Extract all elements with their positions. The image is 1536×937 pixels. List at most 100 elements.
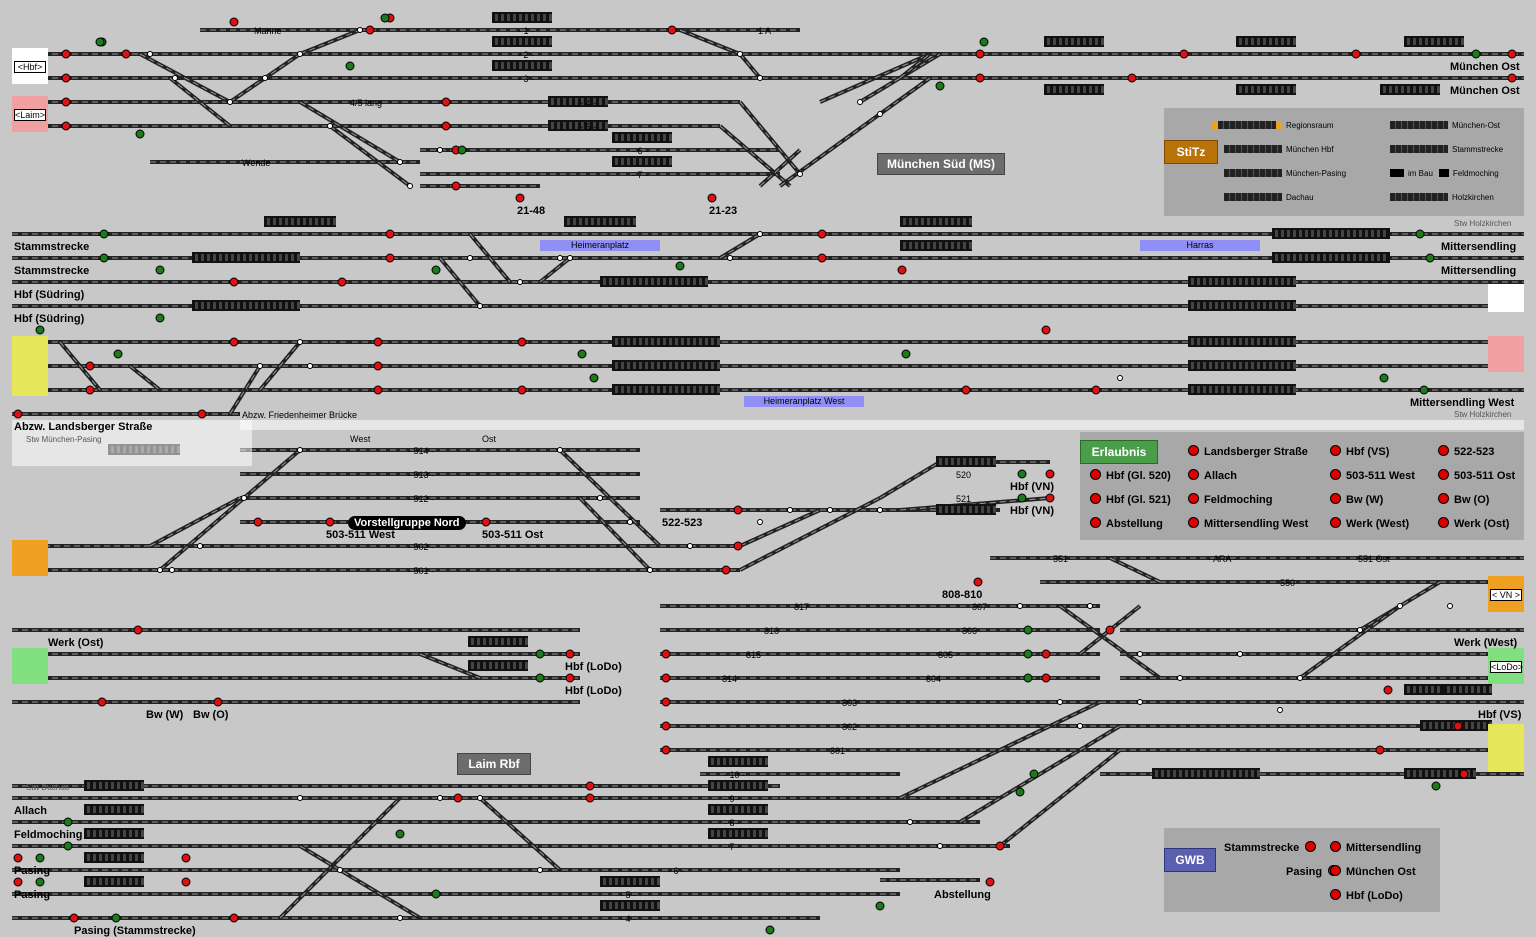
label-pasing-1[interactable]: Pasing bbox=[14, 865, 51, 877]
signal bbox=[61, 73, 71, 83]
occupied-block-segment bbox=[123, 878, 126, 885]
label-522-523[interactable]: 522-523 bbox=[662, 517, 703, 529]
label-abzw-landsberger[interactable]: Abzw. Landsberger Straße bbox=[14, 421, 153, 433]
erlaubnis-landsberger[interactable]: Landsberger Straße bbox=[1188, 445, 1308, 459]
signal bbox=[133, 625, 143, 635]
label-wende: Wende bbox=[242, 158, 271, 168]
label-bw-w[interactable]: Bw (W) bbox=[146, 709, 184, 721]
erlaubnis-mittersendling-west[interactable]: Mittersendling West bbox=[1188, 517, 1308, 531]
signal bbox=[155, 313, 165, 323]
occupied-block-segment bbox=[1341, 254, 1344, 261]
signal bbox=[481, 517, 491, 527]
erlaubnis-allach[interactable]: Allach bbox=[1188, 469, 1237, 483]
gwb-title[interactable]: GWB bbox=[1164, 848, 1216, 872]
gwb-muenchen-ost[interactable]: München Ost bbox=[1330, 865, 1416, 879]
occupied-block-segment bbox=[1263, 338, 1266, 345]
occupied-block-segment bbox=[285, 218, 288, 225]
erlaubnis-werk-west[interactable]: Werk (West) bbox=[1330, 517, 1409, 531]
label-hbf-suedring-2[interactable]: Hbf (Südring) bbox=[14, 313, 85, 325]
occupied-block-segment bbox=[1203, 338, 1206, 345]
occupied-block-segment bbox=[1197, 278, 1200, 285]
signal bbox=[515, 193, 525, 203]
occupied-block-segment bbox=[963, 242, 966, 249]
erlaubnis-hbf-vs[interactable]: Hbf (VS) bbox=[1330, 445, 1389, 459]
label-mittersendling-1[interactable]: Mittersendling bbox=[1441, 241, 1517, 253]
occupied-block-segment bbox=[1173, 770, 1176, 777]
occupied-block-segment bbox=[129, 830, 132, 837]
label-werk-ost[interactable]: Werk (Ost) bbox=[48, 637, 104, 649]
label-808-810[interactable]: 808-810 bbox=[942, 589, 983, 601]
erlaubnis-bw-o[interactable]: Bw (O) bbox=[1438, 493, 1489, 507]
occupied-block-segment bbox=[663, 338, 666, 345]
label-bw-o[interactable]: Bw (O) bbox=[193, 709, 229, 721]
label-503-511-ost[interactable]: 503-511 Ost bbox=[482, 529, 544, 541]
signal bbox=[457, 145, 467, 155]
label-muenchen-ost-1[interactable]: München Ost bbox=[1450, 61, 1520, 73]
occupied-block-segment bbox=[1431, 770, 1434, 777]
label-track-815: 815 bbox=[746, 650, 762, 660]
erlaubnis-hbf-gl-520[interactable]: Hbf (Gl. 520) bbox=[1090, 469, 1171, 483]
label-stammstrecke-1[interactable]: Stammstrecke bbox=[14, 241, 90, 253]
occupied-block-segment bbox=[693, 338, 696, 345]
label-hbf-suedring-1[interactable]: Hbf (Südring) bbox=[14, 289, 85, 301]
label-hbf-vs[interactable]: Hbf (VS) bbox=[1478, 709, 1522, 721]
occupied-block-segment bbox=[633, 218, 636, 225]
switch-point bbox=[1447, 603, 1453, 609]
occupied-block-segment bbox=[135, 878, 138, 885]
occupied-block-segment bbox=[1419, 686, 1422, 693]
label-allach[interactable]: Allach bbox=[14, 805, 48, 817]
label-feldmoching[interactable]: Feldmoching bbox=[14, 829, 83, 841]
track-label-laim[interactable]: <Laim> bbox=[14, 109, 46, 121]
erlaubnis-title[interactable]: Erlaubnis bbox=[1080, 440, 1158, 464]
occupied-block-segment bbox=[615, 386, 618, 393]
erlaubnis-feldmoching[interactable]: Feldmoching bbox=[1188, 493, 1272, 507]
label-pasing-2[interactable]: Pasing bbox=[14, 889, 51, 901]
erlaubnis-503-511-west[interactable]: 503-511 West bbox=[1330, 469, 1415, 483]
label-pasing-stammstrecke[interactable]: Pasing (Stammstrecke) bbox=[74, 925, 196, 937]
label-abstellung[interactable]: Abstellung bbox=[934, 889, 991, 901]
occupied-block-segment bbox=[495, 14, 498, 21]
stitz-title[interactable]: StiTz bbox=[1164, 140, 1218, 164]
gwb-mittersendling[interactable]: Mittersendling bbox=[1330, 841, 1421, 855]
label-werk-west[interactable]: Werk (West) bbox=[1454, 637, 1518, 649]
gwb-hbf-lodo[interactable]: Hbf (LoDo) bbox=[1330, 889, 1403, 903]
occupied-block-segment bbox=[327, 218, 330, 225]
label-mittersendling-2[interactable]: Mittersendling bbox=[1441, 265, 1517, 277]
label-track-550: 550 bbox=[1280, 578, 1296, 588]
occupied-block-segment bbox=[213, 302, 216, 309]
occupied-block-segment bbox=[1257, 338, 1260, 345]
gwb-panel: GWB Stammstrecke Mittersendling Pasing M… bbox=[1164, 828, 1440, 912]
label-stammstrecke-2[interactable]: Stammstrecke bbox=[14, 265, 90, 277]
signal bbox=[517, 337, 527, 347]
track-label-lodo[interactable]: <LoDo> bbox=[1490, 661, 1524, 673]
occupied-block-segment bbox=[1209, 386, 1212, 393]
erlaubnis-abstellung[interactable]: Abstellung bbox=[1090, 517, 1163, 531]
label-hbf-lodo-2[interactable]: Hbf (LoDo) bbox=[565, 685, 622, 697]
label-track-3: - 3 - bbox=[518, 74, 535, 84]
erlaubnis-522-523[interactable]: 522-523 bbox=[1438, 445, 1494, 459]
signal bbox=[441, 97, 451, 107]
label-muenchen-ost-2[interactable]: München Ost bbox=[1450, 85, 1520, 97]
occupied-block-segment bbox=[651, 362, 654, 369]
occupied-block-segment bbox=[765, 782, 768, 789]
track-label-hbf[interactable]: <Hbf> bbox=[14, 61, 46, 73]
occupied-block-segment bbox=[525, 38, 528, 45]
erlaubnis-bw-w[interactable]: Bw (W) bbox=[1330, 493, 1383, 507]
label-503-511-west[interactable]: 503-511 West bbox=[326, 529, 395, 541]
occupied-block-segment bbox=[1293, 254, 1296, 261]
track-segment-inner bbox=[899, 53, 931, 79]
erlaubnis-503-511-ost[interactable]: 503-511 Ost bbox=[1438, 469, 1515, 483]
label-mittersendling-west[interactable]: Mittersendling West bbox=[1410, 397, 1515, 409]
occupied-block-segment bbox=[717, 830, 720, 837]
erlaubnis-werk-ost[interactable]: Werk (Ost) bbox=[1438, 517, 1509, 531]
label-hbf-lodo-1[interactable]: Hbf (LoDo) bbox=[565, 661, 622, 673]
occupied-block-segment bbox=[1221, 278, 1224, 285]
signal bbox=[181, 853, 191, 863]
occupied-block-segment bbox=[279, 218, 282, 225]
occupied-block-segment bbox=[927, 218, 930, 225]
erlaubnis-hbf-gl-521[interactable]: Hbf (Gl. 521) bbox=[1090, 493, 1171, 507]
gwb-stammstrecke[interactable]: Stammstrecke bbox=[1224, 841, 1317, 855]
track-label-vn[interactable]: < VN > bbox=[1490, 589, 1522, 601]
label-hbf-vn-1[interactable]: Hbf (VN) bbox=[1010, 481, 1054, 493]
label-hbf-vn-2[interactable]: Hbf (VN) bbox=[1010, 505, 1054, 517]
